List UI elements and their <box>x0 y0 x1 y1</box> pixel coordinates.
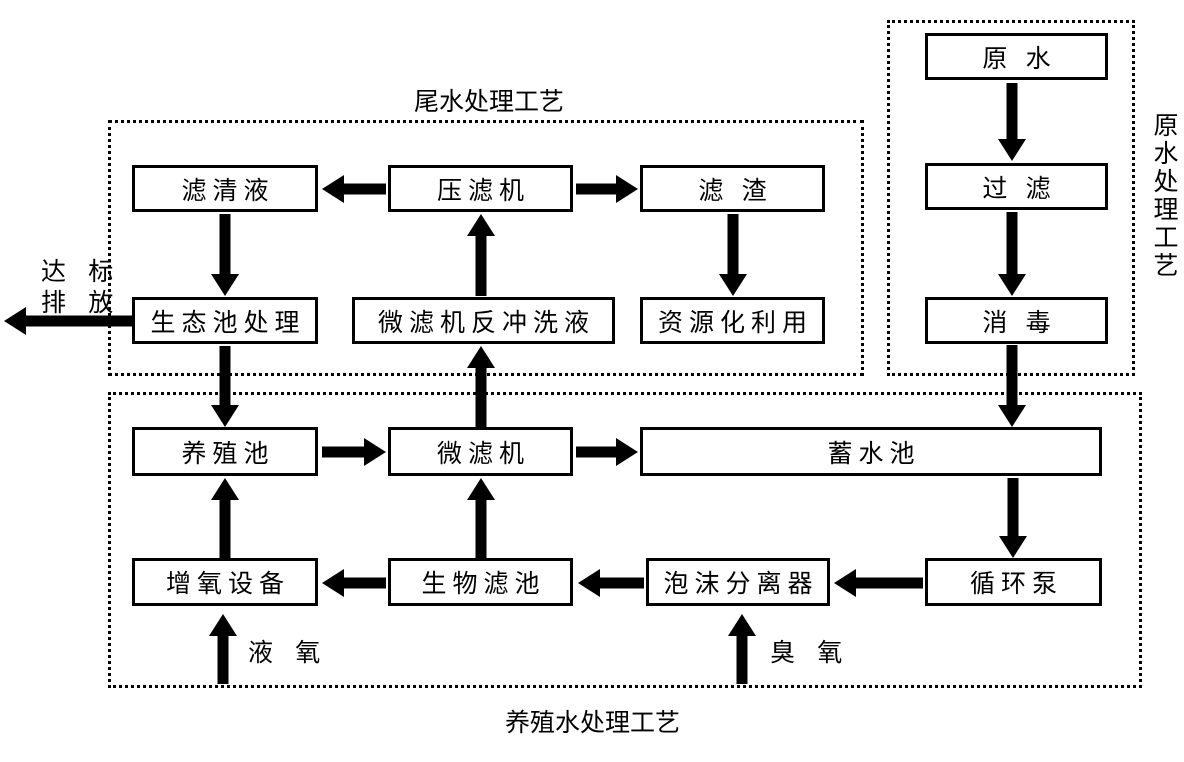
arrow-biofilter-to-microfilter <box>461 478 501 558</box>
node-filtration[interactable]: 过 滤 <box>925 163 1108 210</box>
node-resource-utilization[interactable]: 资源化利用 <box>640 297 825 344</box>
group-culture-water-treatment <box>108 392 1142 688</box>
arrow-microfilter-to-backwash-liquid <box>461 346 501 427</box>
arrow-filter-residue-to-resource-utilization <box>713 214 753 296</box>
arrow-oxygenation-to-culture-pond <box>205 478 245 558</box>
arrow-foam-separator-to-biofilter <box>578 564 644 601</box>
arrow-ozone-input <box>723 614 761 684</box>
group-label-tail-water: 尾水处理工艺 <box>414 89 565 116</box>
arrow-liquid-oxygen-input <box>204 614 242 684</box>
group-label-culture-water: 养殖水处理工艺 <box>505 710 681 737</box>
node-oxygenation-equipment[interactable]: 增氧设备 <box>132 558 318 606</box>
arrow-biofilter-to-oxygenation <box>322 564 386 601</box>
node-eco-pond-treatment[interactable]: 生态池处理 <box>132 297 318 344</box>
node-raw-water[interactable]: 原 水 <box>925 33 1108 80</box>
arrow-filter-press-to-filter-residue <box>576 170 638 207</box>
arrow-filtration-to-disinfection <box>992 212 1032 296</box>
arrow-filter-press-to-clarified-liquid <box>322 170 386 207</box>
node-microfilter-backwash-liquid[interactable]: 微滤机反冲洗液 <box>352 297 615 344</box>
arrow-clarified-liquid-to-eco-pond <box>205 214 245 296</box>
arrow-reservoir-to-circulation-pump <box>993 478 1033 558</box>
edge-label-liquid-oxygen: 液 氧 <box>248 640 329 667</box>
arrow-disinfection-to-reservoir <box>992 345 1032 427</box>
node-reservoir[interactable]: 蓄水池 <box>640 427 1102 476</box>
arrow-culture-pond-to-microfilter <box>322 433 386 470</box>
node-filter-residue[interactable]: 滤 渣 <box>640 165 825 212</box>
node-circulation-pump[interactable]: 循环泵 <box>925 558 1102 606</box>
edge-label-standard-discharge-line1: 达 标 <box>41 259 122 286</box>
group-label-raw-water: 原水处理工艺 <box>1150 112 1177 280</box>
arrow-microfilter-to-reservoir <box>576 433 638 470</box>
node-microfilter[interactable]: 微滤机 <box>388 427 573 476</box>
arrow-backwash-to-filter-press <box>461 214 501 296</box>
arrow-standard-discharge <box>4 302 132 339</box>
node-filter-press[interactable]: 压滤机 <box>388 165 573 212</box>
node-biofilter[interactable]: 生物滤池 <box>388 558 573 606</box>
arrow-eco-pond-to-culture-pond <box>205 346 245 427</box>
node-culture-pond[interactable]: 养殖池 <box>132 427 318 476</box>
node-foam-separator[interactable]: 泡沫分离器 <box>646 558 830 606</box>
node-disinfection[interactable]: 消 毒 <box>925 297 1108 344</box>
edge-label-standard-discharge-line2: 排 放 <box>41 290 122 317</box>
edge-label-ozone: 臭 氧 <box>770 640 851 667</box>
arrow-raw-water-to-filtration <box>992 83 1032 161</box>
node-clarified-liquid[interactable]: 滤清液 <box>132 165 318 212</box>
arrow-circulation-pump-to-foam-separator <box>834 564 923 601</box>
